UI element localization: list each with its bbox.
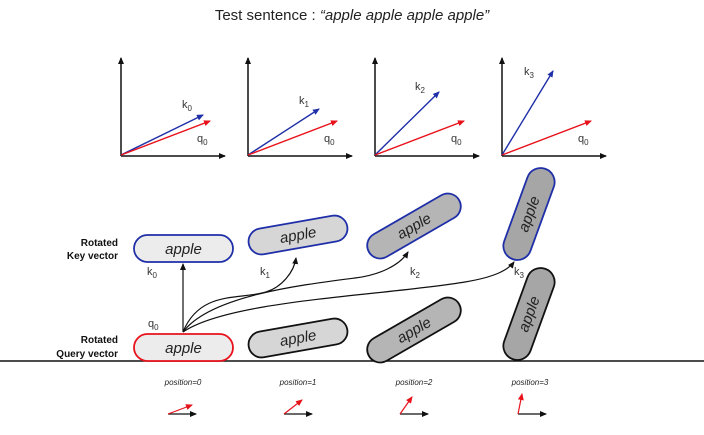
key-token-2: apple: [366, 192, 462, 260]
key-label: k2: [415, 81, 426, 95]
attention-arrow-k2: [182, 251, 409, 333]
position-label-3: position=3: [511, 378, 549, 387]
key-label: k1: [299, 95, 310, 109]
attention-arrow-k1: [182, 257, 299, 333]
key-vector-arrow: [247, 108, 320, 156]
position-label-1: position=1: [279, 378, 317, 387]
query-label: q0: [578, 133, 589, 147]
query-row-label-line1: Rotated: [81, 335, 118, 346]
rotation-plot-1: k1 q0: [245, 57, 353, 159]
key-token-text: apple: [279, 224, 318, 247]
key-row-label-line1: Rotated: [81, 238, 118, 249]
key-label-0: k0: [147, 266, 158, 280]
rotation-icon-3: [517, 393, 547, 417]
query-label: q0: [451, 133, 462, 147]
key-label-1: k1: [260, 266, 271, 280]
query-vector-arrow: [120, 120, 211, 156]
query-token-2: apple: [366, 296, 462, 364]
rotation-plot-2: k2 q0: [372, 57, 480, 159]
query-vector-arrow: [501, 120, 592, 156]
key-token-0: apple: [133, 234, 234, 263]
diagram-title: Test sentence : “apple apple apple apple…: [215, 7, 490, 24]
position-label-0: position=0: [164, 378, 202, 387]
rotation-plot-0: k0 q0: [118, 57, 226, 159]
key-label-3: k3: [514, 266, 525, 280]
key-label: k3: [524, 66, 535, 80]
key-label-2: k2: [410, 266, 421, 280]
query-token-text: apple: [165, 340, 202, 357]
query-vector-arrow: [247, 120, 338, 156]
key-vector-arrow: [120, 114, 204, 156]
key-label: k0: [182, 99, 193, 113]
query-token-3: apple: [502, 267, 556, 361]
rotation-icon-2: [399, 396, 429, 417]
rotation-icon-1: [283, 399, 313, 417]
rotation-plot-3: k3 q0: [499, 57, 607, 159]
query-token-text: apple: [279, 327, 318, 350]
position-label-2: position=2: [395, 378, 433, 387]
rotation-icon-0: [167, 404, 197, 417]
query-label: q0: [197, 133, 208, 147]
key-row-label-line2: Key vector: [67, 251, 118, 262]
key-token-text: apple: [165, 241, 202, 258]
key-vector-arrow: [501, 70, 554, 156]
query-label-0: q0: [148, 318, 159, 332]
query-vector-arrow: [374, 120, 465, 156]
attention-arrow-k3: [182, 261, 515, 333]
query-token-1: apple: [247, 317, 349, 359]
query-row-label-line2: Query vector: [56, 349, 118, 360]
key-token-1: apple: [247, 214, 349, 256]
key-token-3: apple: [502, 167, 556, 261]
query-label: q0: [324, 133, 335, 147]
query-token-0: apple: [133, 333, 234, 362]
key-vector-arrow: [374, 91, 440, 156]
